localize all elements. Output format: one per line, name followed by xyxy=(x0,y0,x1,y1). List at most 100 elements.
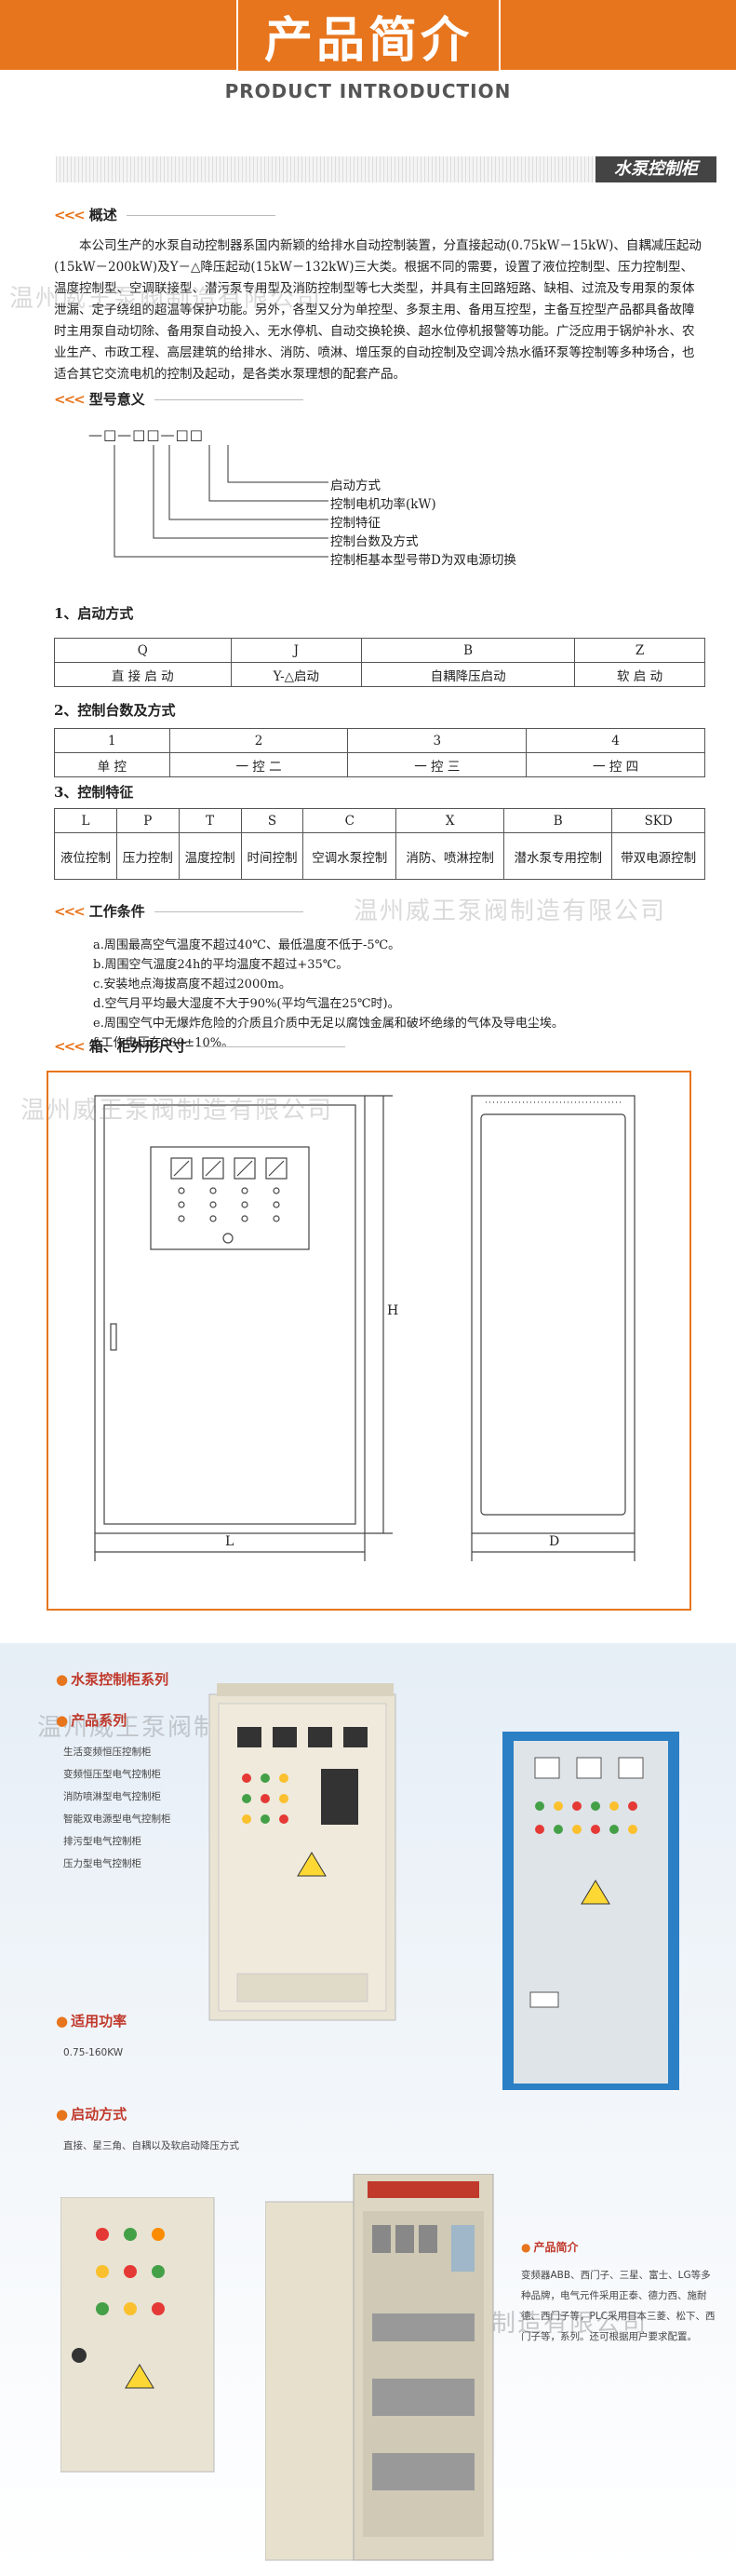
table-cell: 2 xyxy=(168,728,349,753)
dim-label-l: L xyxy=(225,1534,234,1549)
dim-label-h: H xyxy=(387,1303,398,1318)
table-cell: 一 控 二 xyxy=(168,752,349,777)
list-item: b.周围空气温度24h的平均温度不超过+35℃。 xyxy=(93,958,349,972)
model-desc-start: 启动方式 xyxy=(330,479,381,493)
meter-icon xyxy=(202,1157,224,1180)
product-image-open-cabinet xyxy=(265,2174,494,2561)
table-cell: Z xyxy=(574,638,705,663)
model-line-base xyxy=(114,445,328,558)
bullet-icon: ● xyxy=(521,2241,531,2254)
table-cell: C xyxy=(302,808,397,833)
table-cell: Y-△启动 xyxy=(230,662,363,687)
cabinet-door xyxy=(103,1104,356,1525)
table-cell: 压力控制 xyxy=(115,832,180,880)
category-title: ●产品系列 xyxy=(56,1712,127,1729)
table-cell: 4 xyxy=(526,728,705,753)
table-cell: 一 控 四 xyxy=(526,752,705,777)
product-showcase: ●水泵控制柜系列 温州威王泵阀制造有限公司 ●产品系列 生活变频恒压控制柜 变频… xyxy=(0,1643,736,2576)
model-line-count xyxy=(153,445,328,539)
list-item: 生活变频恒压控制柜 xyxy=(63,1747,152,1758)
conditions-heading: <<<工作条件 xyxy=(54,901,303,921)
meter-icon xyxy=(265,1157,288,1180)
dimensions-heading: <<<箱、柜外形尺寸 xyxy=(54,1036,345,1056)
table-cell: 潜水泵专用控制 xyxy=(503,832,613,880)
table-cell: 1 xyxy=(54,728,170,753)
list-item: 变频恒压型电气控制柜 xyxy=(63,1769,161,1780)
table-cell: SKD xyxy=(611,808,705,833)
model-heading: <<<型号意义 xyxy=(54,389,303,409)
list-item: a.周围最高空气温度不超过40℃、最低温度不低于-5℃。 xyxy=(93,938,401,952)
divider xyxy=(126,215,275,216)
count-mode-title: 2、控制台数及方式 xyxy=(54,702,176,719)
model-desc-power: 控制电机功率(kW) xyxy=(330,497,436,512)
model-desc-count: 控制台数及方式 xyxy=(330,534,419,549)
divider xyxy=(154,911,303,912)
category-list: 生活变频恒压控制柜 变频恒压型电气控制柜 消防喷淋型电气控制柜 智能双电源型电气… xyxy=(63,1741,171,1875)
chevron-icon: <<< xyxy=(54,391,86,408)
overview-text: 本公司生产的水泵自动控制器系国内新颖的给排水自动控制装置，分直接起动(0.75k… xyxy=(54,238,702,382)
table-cell: X xyxy=(395,808,505,833)
list-item: 排污型电气控制柜 xyxy=(63,1836,141,1847)
table-cell: 自耦降压启动 xyxy=(361,662,576,687)
divider xyxy=(195,1046,345,1047)
page-subtitle: PRODUCT INTRODUCTION xyxy=(224,80,512,102)
conditions-list: a.周围最高空气温度不超过40℃、最低温度不低于-5℃。 b.周围空气温度24h… xyxy=(93,936,564,1053)
bullet-icon: ● xyxy=(56,1671,69,1688)
table-cell: 直 接 启 动 xyxy=(54,662,232,687)
chevron-icon: <<< xyxy=(54,903,86,920)
table-cell: 空调水泵控制 xyxy=(302,832,397,880)
overview-heading: <<<概述 xyxy=(54,205,275,224)
table-cell: B xyxy=(503,808,613,833)
header-title-box: 产品简介 xyxy=(236,0,501,71)
cabinet-side xyxy=(471,1095,636,1534)
table-cell: 一 控 三 xyxy=(347,752,528,777)
model-diagram xyxy=(114,445,328,558)
model-desc-feature: 控制特征 xyxy=(330,516,381,531)
model-line-start xyxy=(227,445,328,483)
start-mode-table: Q J B Z 直 接 启 动 Y-△启动 自耦降压启动 软 启 动 xyxy=(54,638,705,687)
product-image-beige-cabinet xyxy=(208,1683,396,2021)
product-image-blue-cabinet xyxy=(502,1732,679,2090)
features-table: L P T S C X B SKD 液位控制 压力控制 温度控制 时间控制 空调… xyxy=(54,808,705,880)
bullet-icon: ● xyxy=(56,2106,69,2123)
table-cell: 温度控制 xyxy=(178,832,242,880)
table-cell: 软 启 动 xyxy=(574,662,705,687)
model-line-power xyxy=(208,445,328,502)
intro-text: 变频器ABB、西门子、三星、富士、LG等多种品牌，电气元件采用正泰、德力西、施耐… xyxy=(521,2270,716,2342)
list-item: 智能双电源型电气控制柜 xyxy=(63,1814,171,1825)
table-cell: 带双电源控制 xyxy=(611,832,705,880)
page-title: 产品简介 xyxy=(263,12,473,69)
section-banner: 水泵控制柜 xyxy=(56,156,716,182)
product-image-small-cabinet xyxy=(60,2197,215,2473)
table-cell: 液位控制 xyxy=(54,832,117,880)
table-cell: S xyxy=(240,808,304,833)
bullet-icon: ● xyxy=(56,2013,69,2030)
watermark: 温州威王泵阀制造有限公司 xyxy=(354,897,667,925)
meter-panel xyxy=(150,1146,310,1250)
table-cell: 单 控 xyxy=(54,752,170,777)
power-value: 0.75-160KW xyxy=(63,2047,124,2058)
start-value: 直接、星三角、自耦以及软启动降压方式 xyxy=(63,2140,239,2151)
watermark: 温州威王泵阀制造有限公司 xyxy=(9,285,323,313)
table-cell: P xyxy=(115,808,180,833)
table-cell: J xyxy=(230,638,363,663)
table-cell: L xyxy=(54,808,117,833)
series-title: ●水泵控制柜系列 xyxy=(56,1671,169,1688)
divider xyxy=(154,399,303,400)
table-cell: 3 xyxy=(347,728,528,753)
table-cell: B xyxy=(361,638,576,663)
bullet-icon: ● xyxy=(56,1712,69,1729)
chevron-icon: <<< xyxy=(54,1038,86,1055)
list-item: c.安装地点海拔高度不超过2000m。 xyxy=(93,978,291,991)
list-item: e.周围空气中无爆炸危险的介质且介质中无足以腐蚀金属和破坏绝缘的气体及导电尘埃。 xyxy=(93,1017,564,1031)
start-mode-title: 1、启动方式 xyxy=(54,605,134,622)
list-item: d.空气月平均最大湿度不大于90%(平均气温在25℃时)。 xyxy=(93,997,400,1011)
model-desc-base: 控制柜基本型号带D为双电源切换 xyxy=(330,553,516,568)
chevron-icon: <<< xyxy=(54,207,86,223)
cabinet-side-panel xyxy=(480,1113,626,1516)
switch-icon xyxy=(222,1233,234,1244)
watermark: 温州威王泵阀制造有限公司 xyxy=(20,1097,334,1125)
model-line-feature xyxy=(168,445,328,520)
dimension-frame: 温州威王泵阀制造有限公司 L xyxy=(20,1071,691,1611)
cabinet-front xyxy=(94,1095,366,1534)
